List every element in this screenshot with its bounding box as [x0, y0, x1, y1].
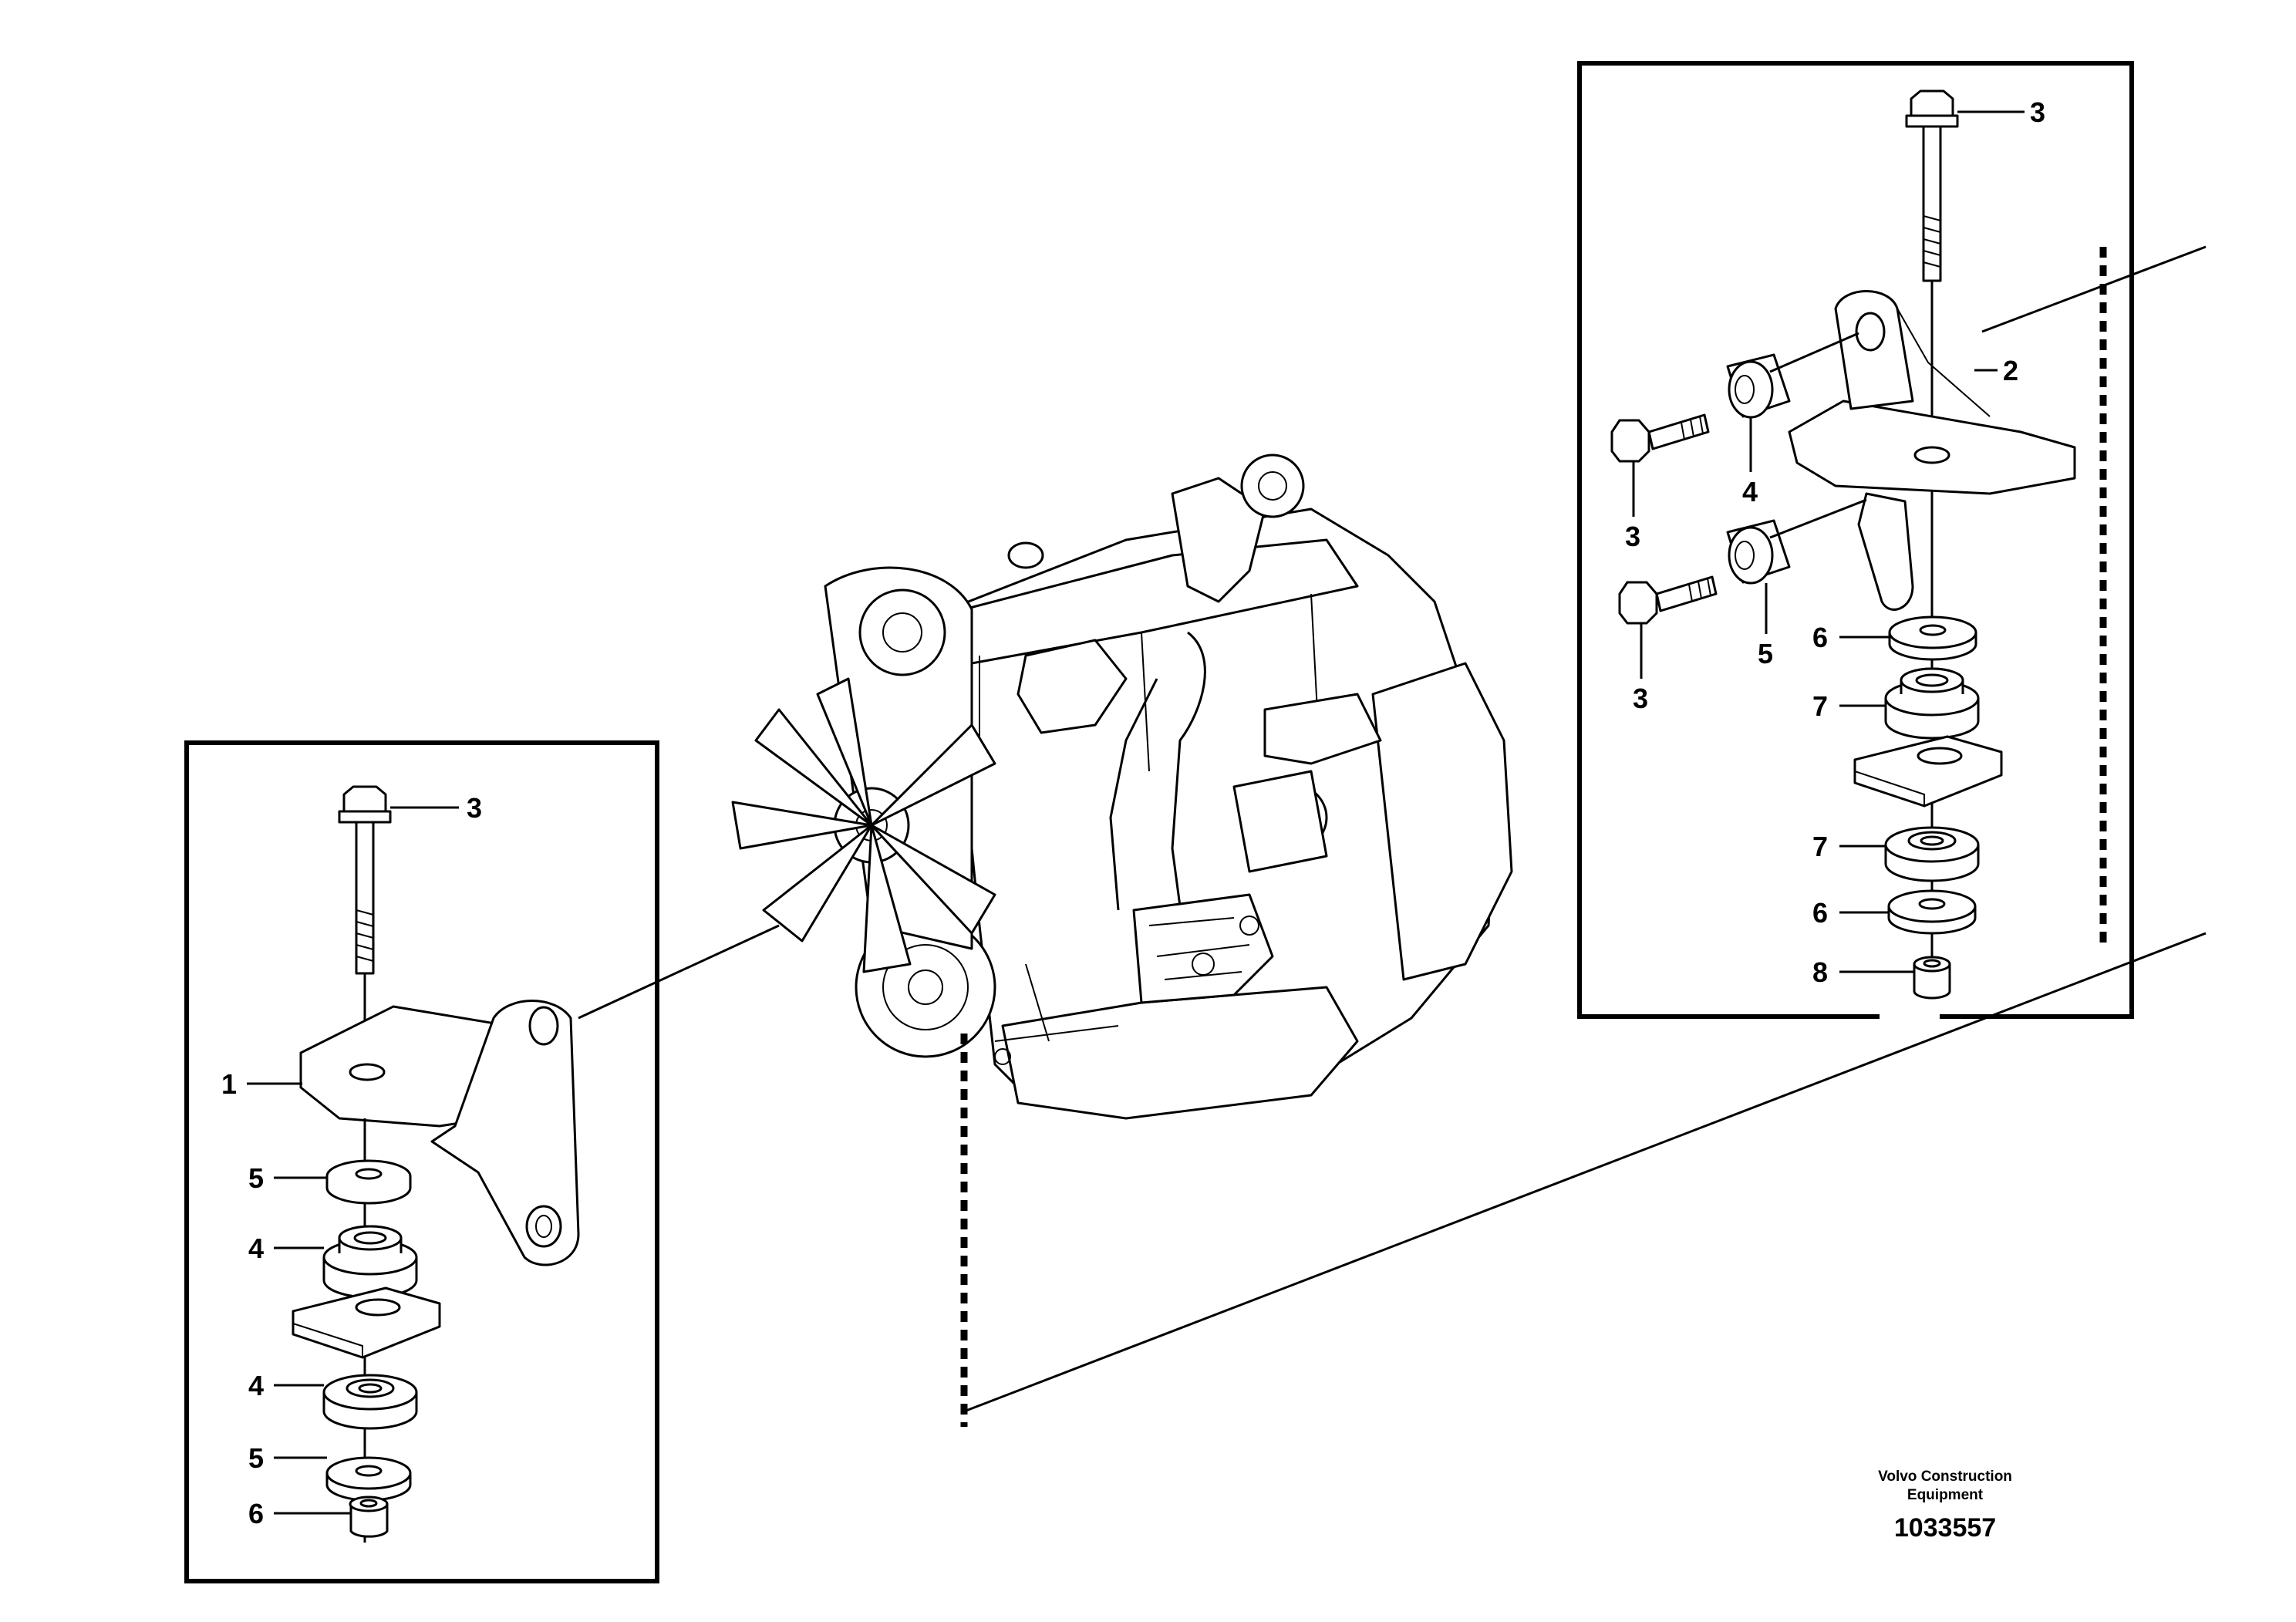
drawing-number: 1033557	[1894, 1513, 1996, 1543]
engine-illustration	[731, 454, 1513, 1120]
left-callout-5-bottom: 5	[248, 1442, 264, 1474]
right-callout-7-top: 7	[1812, 690, 1828, 722]
right-callout-3-upper-bolt: 3	[1625, 521, 1640, 552]
right-bracket	[1788, 290, 2076, 611]
dashed-reference	[960, 247, 2107, 1427]
right-side-bolt-lower	[1618, 575, 1718, 625]
publisher-block: Volvo Construction Equipment 1033557	[1878, 1469, 2012, 1543]
publisher-line-2: Equipment	[1907, 1487, 1984, 1503]
left-bolt	[338, 785, 392, 975]
right-side-bolt-upper	[1610, 413, 1710, 463]
right-callout-4: 4	[1742, 476, 1758, 508]
right-callout-6-top: 6	[1812, 622, 1828, 653]
left-callout-5-top: 5	[248, 1162, 264, 1194]
right-bolt	[1905, 89, 1959, 282]
left-detail-box: 3 1 5 4 4 5 6	[184, 740, 659, 1583]
publisher-line-1: Volvo Construction	[1878, 1469, 2012, 1485]
left-callout-4-top: 4	[248, 1233, 264, 1264]
right-callout-7-bottom: 7	[1812, 831, 1828, 862]
right-callout-6-bottom: 6	[1812, 897, 1828, 929]
right-callout-3-top: 3	[2030, 96, 2045, 128]
right-callout-2: 2	[2003, 355, 2018, 386]
right-callout-8: 8	[1812, 956, 1828, 988]
left-callout-1: 1	[221, 1068, 237, 1100]
right-callout-5: 5	[1758, 638, 1773, 669]
left-callout-4-bottom: 4	[248, 1370, 264, 1401]
left-bracket	[299, 1000, 580, 1266]
right-callout-3-lower-bolt: 3	[1633, 683, 1648, 714]
left-callout-3: 3	[467, 792, 482, 824]
left-callout-6: 6	[248, 1498, 264, 1529]
leader-lines	[578, 245, 2207, 1413]
right-detail-box: 3 2 4 3 5 3 6 7 7 6 8	[1577, 61, 2134, 1019]
